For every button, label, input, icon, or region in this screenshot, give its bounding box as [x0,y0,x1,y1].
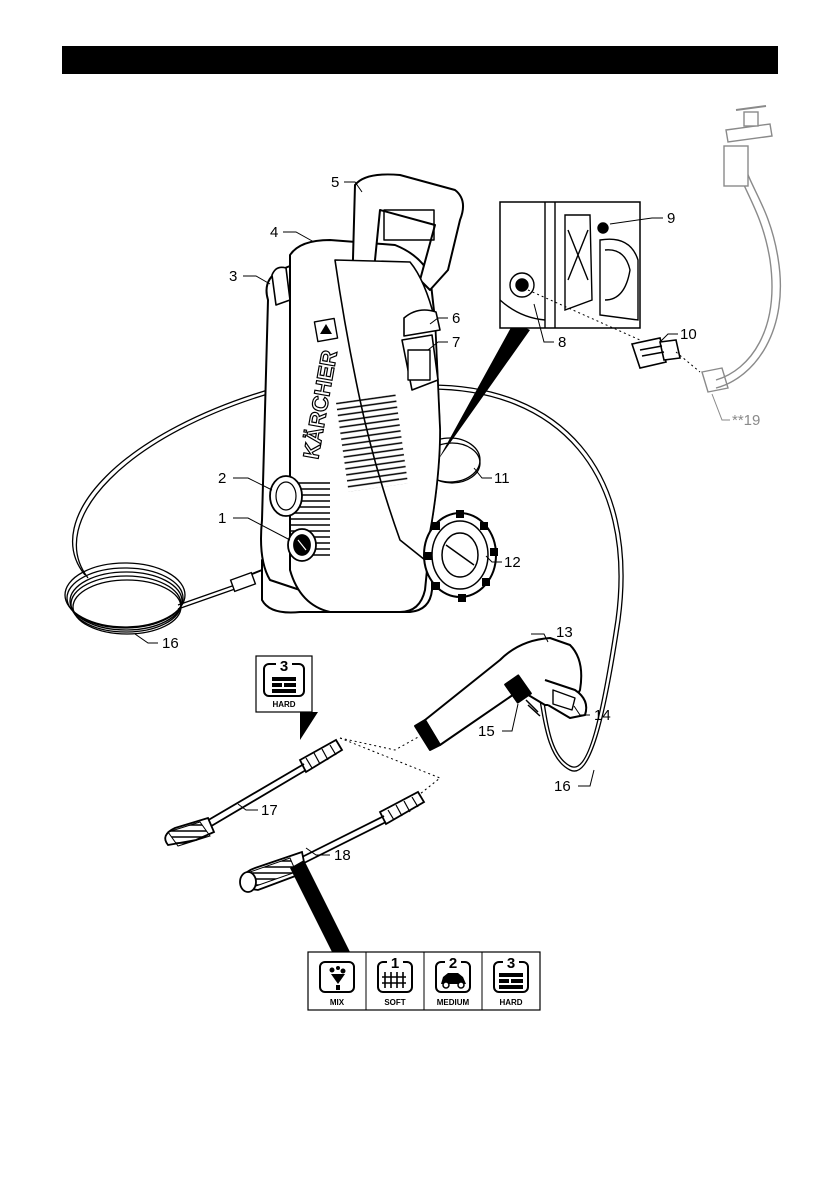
on-off-switch [288,529,316,561]
callout-1: 1 [218,510,226,527]
mode-medium: 2 MEDIUM [436,955,470,1007]
callout-6: 6 [452,310,460,327]
cable-plug [231,570,262,591]
callout-14: 14 [594,707,611,724]
mode-label: MIX [330,998,345,1007]
garden-hose-and-tap [702,106,780,392]
trigger-gun [415,638,586,750]
callout-leader-19 [712,394,730,420]
hose-coupling [632,338,700,372]
power-cable [65,385,285,634]
connection-guide-lines [340,736,440,810]
pointer-to-mode-strip [290,860,350,952]
callout-3: 3 [229,268,237,285]
mode-label: MEDIUM [437,998,470,1007]
callout-4: 4 [270,224,278,241]
callout-19: **19 [732,412,760,429]
callout-2: 2 [218,470,226,487]
callout-7: 7 [452,334,460,351]
badge-number: 3 [280,658,288,675]
callout-9: 9 [667,210,675,227]
brick-wall-icon [272,677,296,693]
callout-8: 8 [558,334,566,351]
pointer-to-hard-badge [300,712,318,740]
callout-10: 10 [680,326,697,343]
mode-label: SOFT [384,998,405,1007]
callout-18: 18 [334,847,351,864]
callout-15: 15 [478,723,495,740]
brick-wall-icon [499,973,523,989]
water-inlet-detail-inset [438,202,640,460]
lance-17 [165,740,342,846]
callout-13: 13 [556,624,573,641]
mode-number: 1 [391,955,399,972]
callout-11: 11 [494,470,510,487]
nozzle-storage [270,476,302,516]
callout-16-hose: 16 [554,778,571,795]
badge-label: HARD [272,700,295,709]
callout-12: 12 [504,554,521,571]
mode-label: HARD [499,998,522,1007]
hose-reel [424,510,498,602]
callout-5: 5 [331,174,339,191]
pressure-badge-hard: 3 HARD [256,656,312,712]
callout-17: 17 [261,802,278,819]
mode-number: 3 [507,955,515,972]
nozzle-mode-strip: MIX 1 SOFT 2 MEDIUM [308,952,540,1010]
callout-16-power-cable: 16 [162,635,179,652]
mode-number: 2 [449,955,457,972]
